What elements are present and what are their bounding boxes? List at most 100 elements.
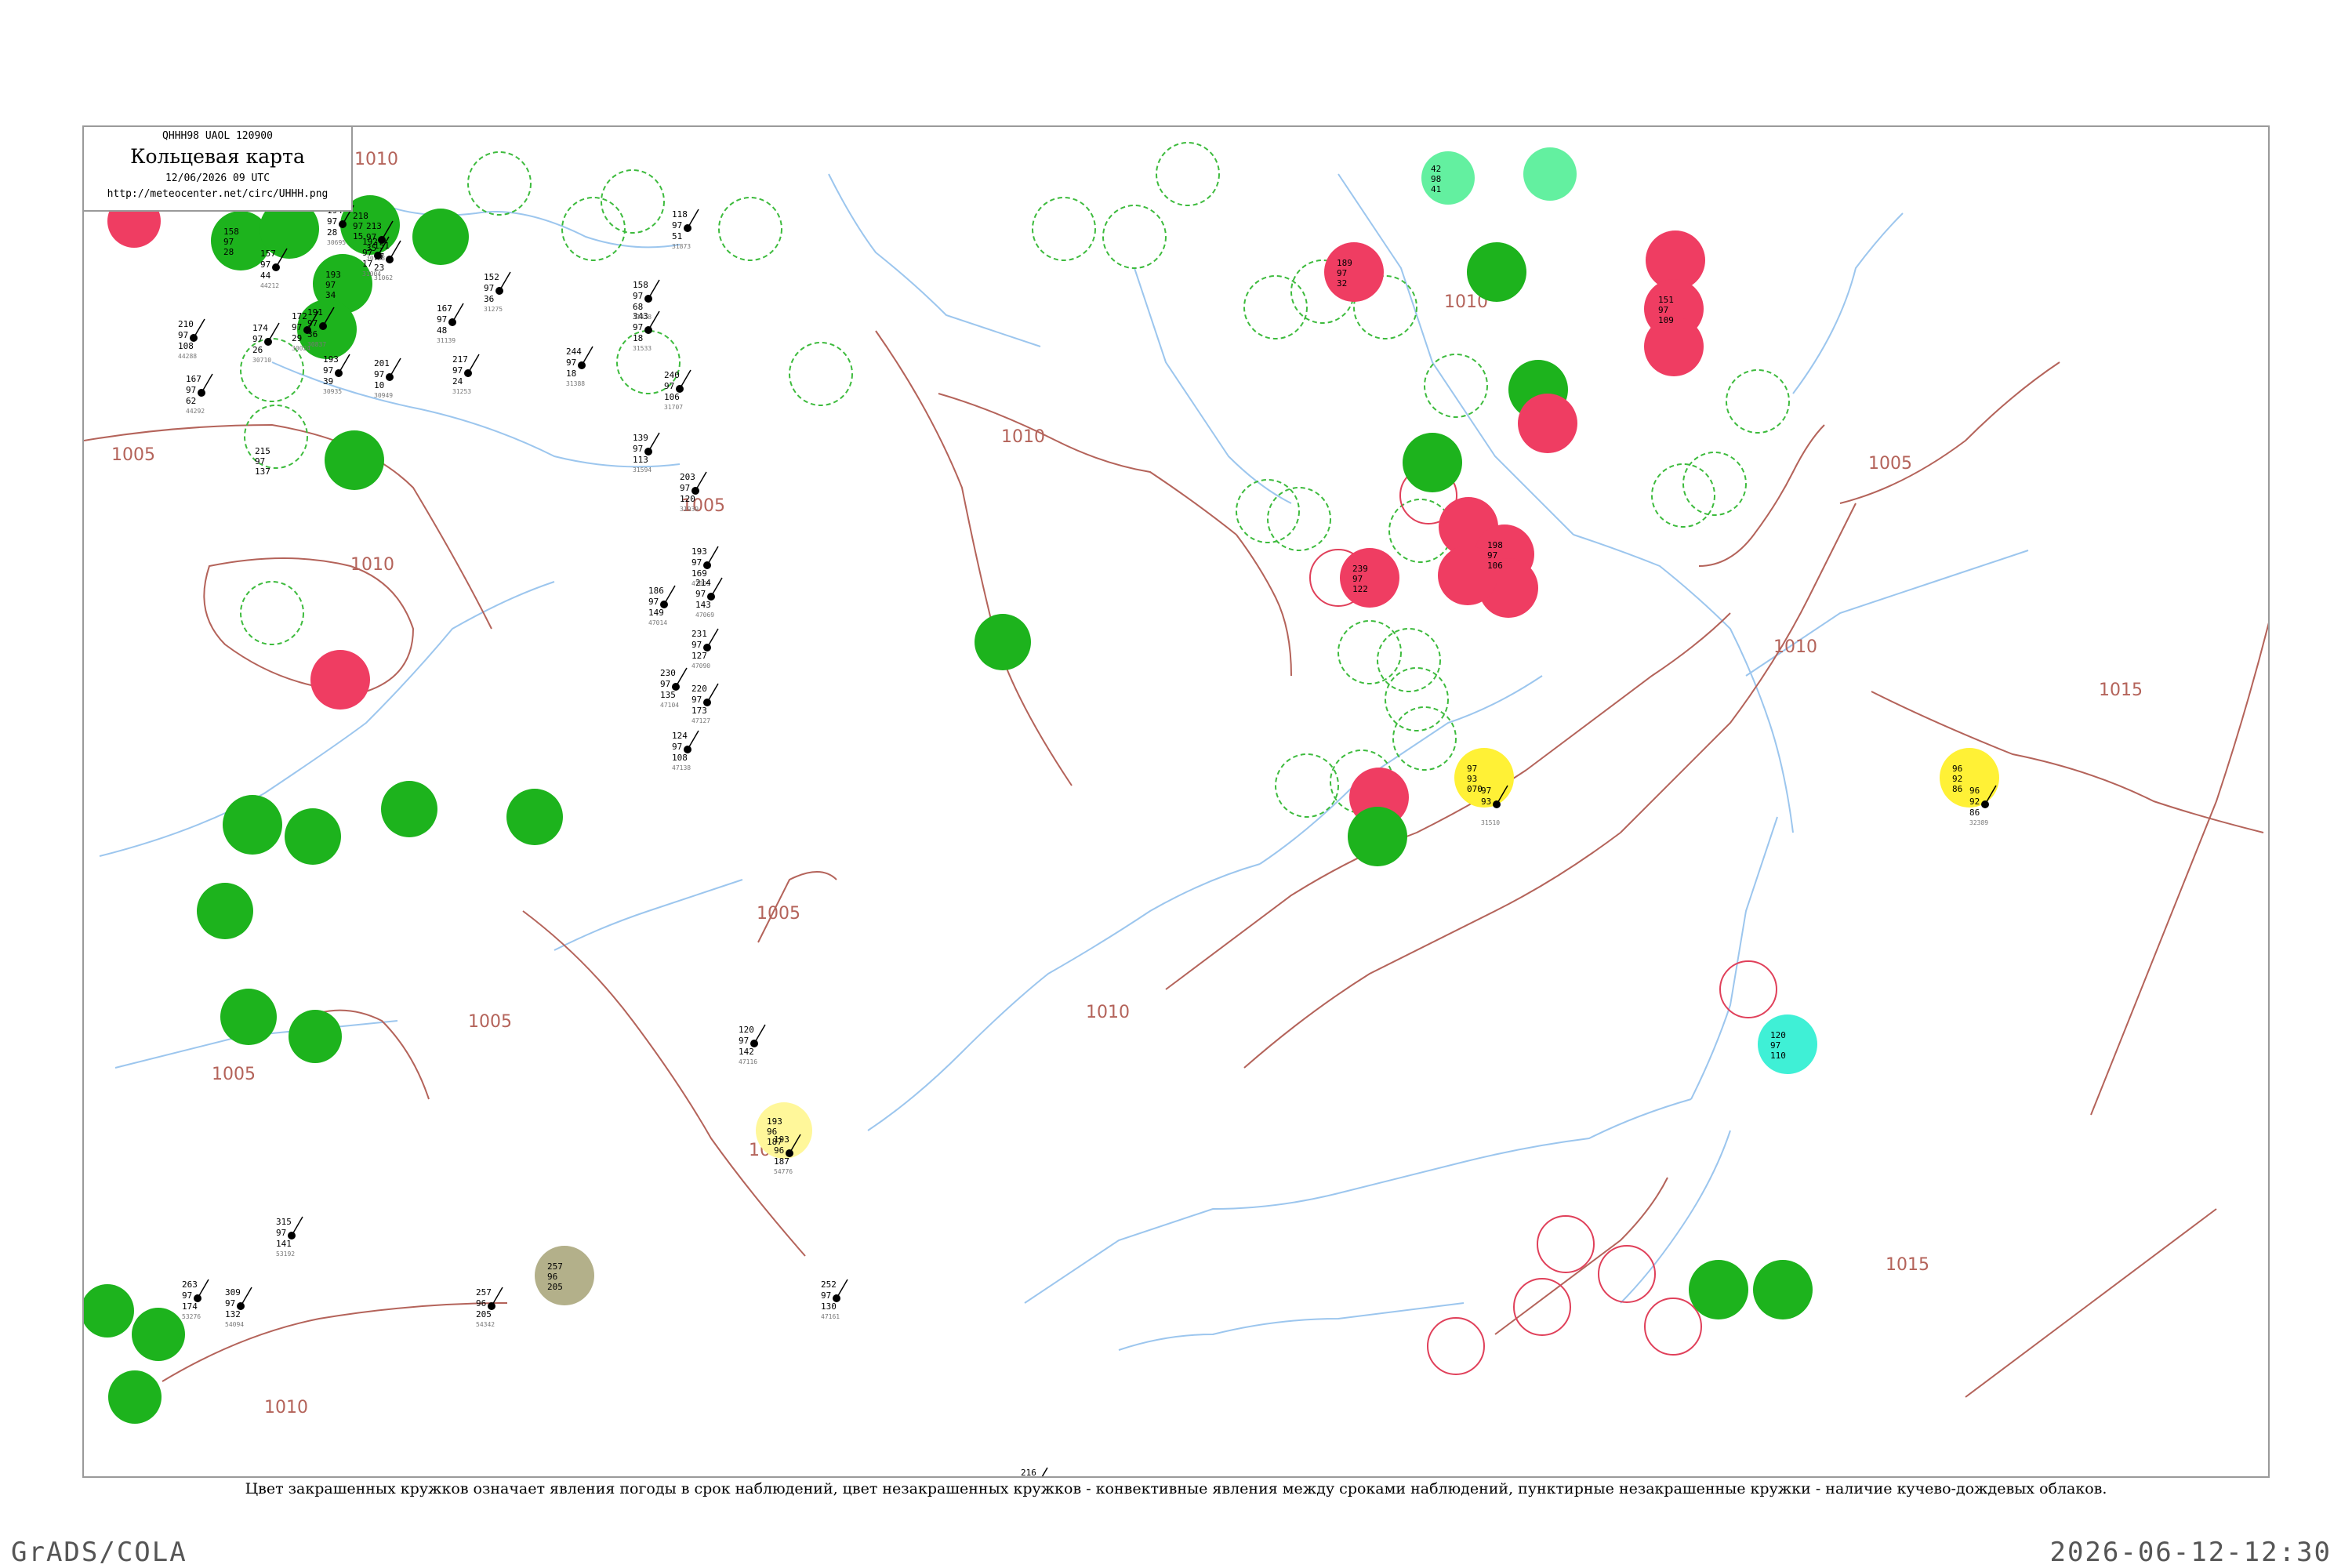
rain-circle[interactable]: [260, 199, 319, 259]
rain-circle[interactable]: [313, 254, 372, 314]
station-pressure: 203: [680, 472, 695, 482]
circled-station-value: 97: [325, 280, 336, 290]
yellow-fog-circle[interactable]: [1454, 748, 1514, 808]
wind-barb: [648, 432, 660, 452]
rain-circle[interactable]: [1753, 1260, 1813, 1319]
rivers-layer: [99, 173, 2029, 1351]
thunder-circle[interactable]: [1340, 548, 1399, 608]
rain-circle[interactable]: [1467, 242, 1526, 302]
rain-circle[interactable]: [381, 781, 437, 837]
source-url[interactable]: http://meteocenter.net/circ/UHHH.png: [107, 188, 328, 200]
thunder-circle[interactable]: [1438, 546, 1497, 605]
rain-circle[interactable]: [1403, 433, 1462, 492]
rain-circle[interactable]: [506, 789, 563, 845]
rain-circle[interactable]: [197, 883, 253, 939]
rain-circle[interactable]: [1689, 1260, 1748, 1319]
station-pressure: 124: [672, 731, 688, 741]
station-dewpoint: 51: [672, 231, 682, 241]
yellow-fog-circle[interactable]: [1940, 748, 1999, 808]
thunder-circle[interactable]: [1646, 230, 1705, 290]
thunder-circle[interactable]: [1644, 317, 1704, 376]
thunder-circle[interactable]: [1518, 394, 1577, 453]
rain-circle[interactable]: [289, 1010, 342, 1063]
mint-circle[interactable]: [1421, 151, 1475, 205]
rain-circle[interactable]: [223, 795, 282, 855]
rain-circle[interactable]: [132, 1308, 185, 1361]
rain-circle[interactable]: [975, 614, 1031, 670]
rain-circle[interactable]: [412, 209, 469, 265]
rain-circle[interactable]: [285, 808, 341, 865]
rain-circle[interactable]: [211, 211, 270, 270]
rain-circle[interactable]: [108, 1370, 162, 1424]
rain-circle[interactable]: [220, 989, 277, 1045]
olive-haze-circle[interactable]: [535, 1246, 594, 1305]
circled-station-value: 120: [1770, 1030, 1786, 1040]
rain-circle[interactable]: [1348, 807, 1407, 866]
station-temperature: 97: [327, 216, 337, 227]
thunder-circle[interactable]: [1324, 242, 1384, 302]
rain-circle[interactable]: [325, 430, 384, 490]
light-yellow-circle[interactable]: [756, 1102, 812, 1159]
rain-circle[interactable]: [297, 299, 357, 359]
isobars-layer: [84, 330, 2268, 1398]
station-temperature: 97: [691, 557, 702, 568]
station-plot[interactable]: 2169719547184: [1021, 1467, 1048, 1478]
mint-circle[interactable]: [1523, 147, 1577, 201]
station-plot[interactable]: 194972830695: [327, 205, 354, 246]
rain-circle[interactable]: [84, 1284, 134, 1338]
teal-circle[interactable]: [1758, 1014, 1817, 1074]
thunder-circle[interactable]: [310, 650, 370, 710]
station-plot[interactable]: 213973530758: [366, 220, 394, 262]
